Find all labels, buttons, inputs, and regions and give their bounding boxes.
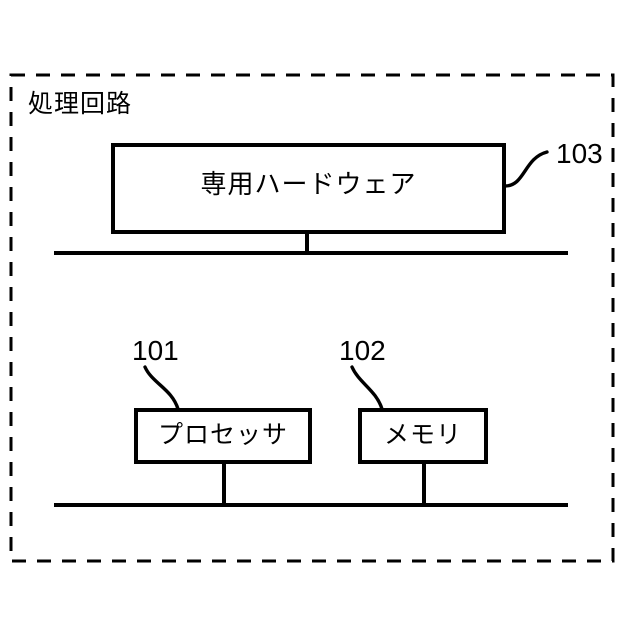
leader-line-103	[503, 150, 549, 188]
reference-numeral-103: 103	[556, 138, 603, 169]
processing-circuit-label: 処理回路	[28, 90, 133, 118]
processing-circuit-dashed-container	[9, 73, 615, 563]
leader-line-102	[350, 365, 384, 411]
dedicated-hardware-label: 専用ハードウェア	[200, 169, 417, 199]
leader-line-101	[143, 365, 180, 411]
processor-label: プロセッサ	[157, 421, 288, 449]
reference-numeral-102: 102	[339, 335, 386, 366]
memory-label: メモリ	[383, 421, 462, 449]
reference-numeral-101: 101	[132, 335, 179, 366]
memory-box	[358, 408, 488, 464]
